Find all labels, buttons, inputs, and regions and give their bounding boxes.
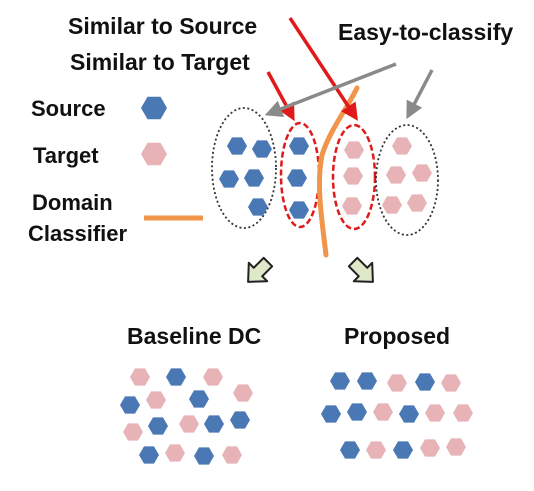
baseline-mixed-samples [120,368,253,465]
label-similar-to-target: Similar to Target [70,49,250,75]
source-sample [219,170,239,188]
source-sample [244,169,264,187]
source-sample [189,390,209,408]
source-sample [139,446,159,464]
source-sample [148,417,168,435]
target-sample [344,141,364,159]
target-sample [123,423,143,441]
target-sample [179,415,199,433]
target-sample [392,137,412,155]
source-sample [330,372,350,390]
source-sample [289,201,309,219]
target-sample [366,441,386,459]
legend-classifier-label: Classifier [28,221,127,246]
source-sample [340,441,360,459]
baseline-dc-title: Baseline DC [127,323,261,349]
source-sample [393,441,413,459]
target-sample [386,166,406,184]
legend-source-label: Source [31,96,106,121]
target-easy-cluster-outline [375,124,439,236]
source-sample [230,411,250,429]
similar-to-target-arrow [266,71,295,122]
source-sample [248,198,268,216]
legend-domain-label: Domain [32,190,113,215]
legend-target-hexagon-icon [141,142,167,166]
source-sample [321,405,341,423]
target-sample [387,374,407,392]
proposed-title: Proposed [344,323,450,349]
source-sample [399,405,419,423]
source-sample [287,169,307,187]
target-sample [373,403,393,421]
legend-target-label: Target [33,143,99,168]
target-sample [441,374,461,392]
label-easy-to-classify: Easy-to-classify [338,19,513,45]
source-sample [415,373,435,391]
target-sample [165,444,185,462]
target-sample [233,384,253,402]
target-sample [407,194,427,212]
source-sample [194,447,214,465]
source-sample [289,137,309,155]
legend-source-hexagon-icon [141,96,167,120]
source-sample [227,137,247,155]
source-sample [252,140,272,158]
source-sample [357,372,377,390]
target-sample [343,167,363,185]
proposed-aligned-samples [321,372,473,459]
target-sample [425,404,445,422]
top-cluster-hexagons [219,137,432,219]
source-easy-cluster-outline [211,107,277,229]
target-similar-cluster-outline [331,123,377,231]
target-sample [382,196,402,214]
label-similar-to-source: Similar to Source [68,13,257,39]
target-sample [222,446,242,464]
easy-to-classify-right-arrow [406,69,434,120]
target-sample [453,404,473,422]
baseline-down-arrow-icon [247,256,274,283]
easy-to-classify-left-arrow [264,62,397,118]
target-sample [446,438,466,456]
target-sample [342,197,362,215]
target-sample [203,368,223,386]
source-sample [204,415,224,433]
target-sample [146,391,166,409]
target-sample [420,439,440,457]
source-sample [166,368,186,386]
proposed-down-arrow-icon [347,256,374,283]
source-sample [120,396,140,414]
source-sample [347,403,367,421]
target-sample [412,164,432,182]
similar-to-source-arrow [288,17,358,121]
target-sample [130,368,150,386]
